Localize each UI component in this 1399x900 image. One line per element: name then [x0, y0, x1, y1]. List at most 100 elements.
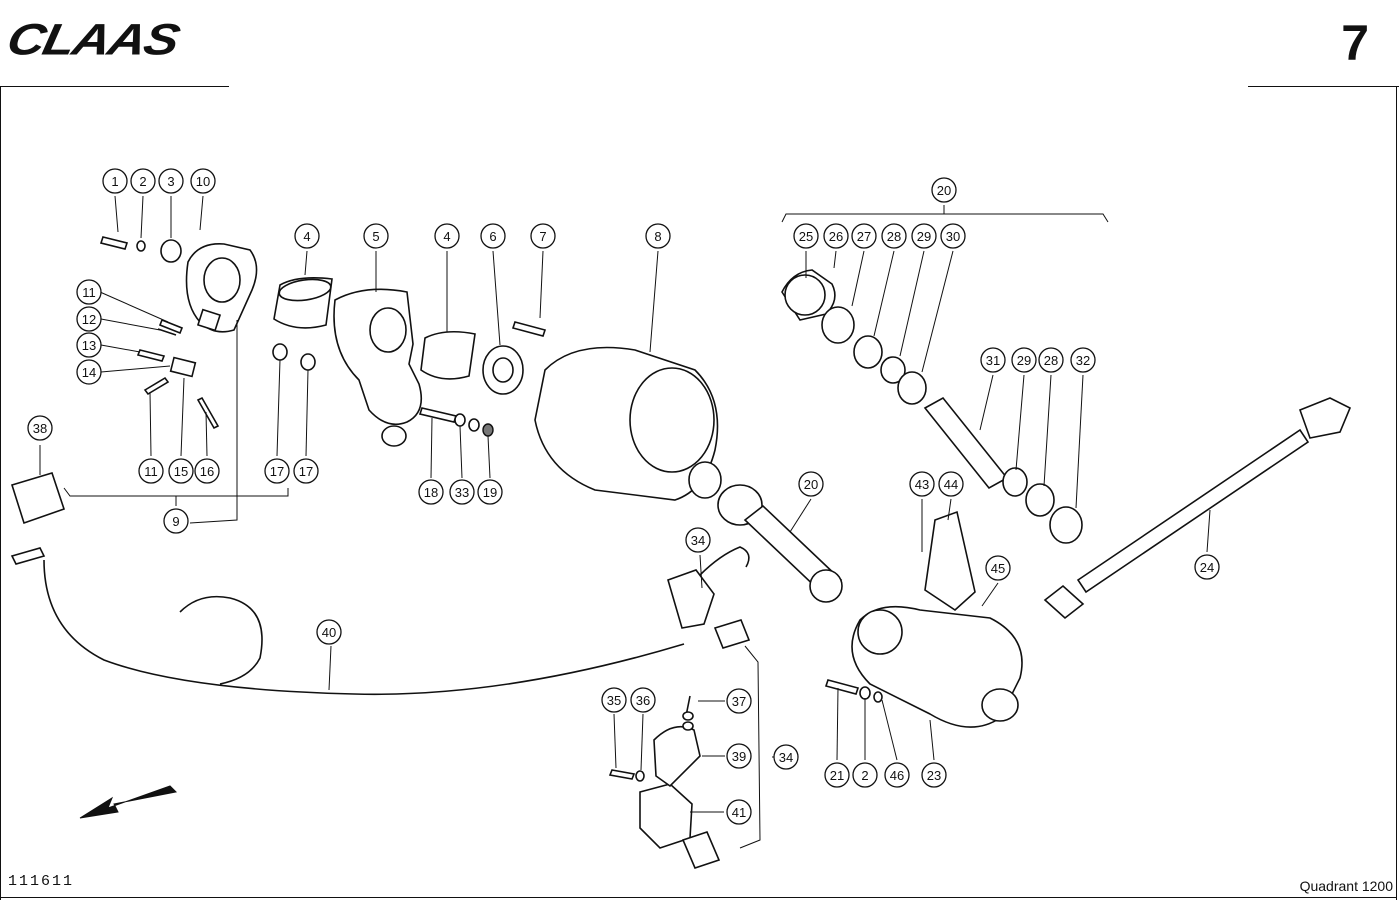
clip-39-drawing — [653, 725, 701, 788]
callout-label: 8 — [654, 229, 661, 244]
callout-label: 31 — [986, 353, 1000, 368]
callout-label: 34 — [779, 750, 793, 765]
shaft-31-drawing — [923, 396, 1009, 490]
pto-yoke-b-drawing — [1298, 397, 1352, 439]
washer-33-drawing — [454, 413, 466, 427]
callout-17: 17 — [293, 458, 319, 484]
callout-label: 17 — [270, 464, 284, 479]
figure-number: 111611 — [8, 873, 75, 890]
callout-32: 32 — [1070, 347, 1096, 373]
callout-35: 35 — [601, 687, 627, 713]
callout-28: 28 — [881, 223, 907, 249]
callout-30: 30 — [940, 223, 966, 249]
callout-43: 43 — [909, 471, 935, 497]
nut-17b-drawing — [300, 353, 316, 371]
sensor-34-drawing — [667, 569, 715, 629]
callout-38: 38 — [27, 415, 53, 441]
callout-label: 25 — [799, 229, 813, 244]
ring-30-drawing — [897, 371, 927, 405]
callout-27: 27 — [851, 223, 877, 249]
angle-gearbox-input — [857, 609, 903, 655]
callout-23: 23 — [921, 762, 947, 788]
sensor-34-tip — [713, 619, 751, 649]
ring-28b-drawing — [1025, 483, 1055, 517]
block-15-drawing — [169, 356, 197, 378]
callout-17: 17 — [264, 458, 290, 484]
callout-label: 27 — [857, 229, 871, 244]
sensor-41-drawing — [639, 783, 693, 849]
callout-label: 4 — [443, 229, 450, 244]
callout-11: 11 — [138, 458, 164, 484]
callout-40: 40 — [316, 619, 342, 645]
callout-4: 4 — [294, 223, 320, 249]
bearing-32-drawing — [1049, 506, 1083, 544]
callout-45: 45 — [985, 555, 1011, 581]
ring-6-bore — [492, 357, 514, 383]
callout-label: 24 — [1200, 560, 1214, 575]
gearbox-shaft-8-drawing — [688, 461, 722, 499]
callout-label: 16 — [200, 464, 214, 479]
callout-label: 23 — [927, 768, 941, 783]
callout-label: 20 — [937, 183, 951, 198]
callout-4: 4 — [434, 223, 460, 249]
lever-arm-5-drawing — [333, 288, 423, 426]
pto-yoke-a-drawing — [1043, 584, 1085, 620]
callout-label: 36 — [636, 693, 650, 708]
callout-26: 26 — [823, 223, 849, 249]
hub-bore-drawing — [203, 257, 241, 303]
callout-label: 13 — [82, 338, 96, 353]
callout-11: 11 — [76, 279, 102, 305]
callout-label: 20 — [804, 477, 818, 492]
pin-12-drawing — [157, 328, 177, 336]
callout-29: 29 — [1011, 347, 1037, 373]
page-number: 7 — [1341, 15, 1369, 71]
callout-label: 11 — [144, 464, 158, 479]
screw-7-drawing — [511, 321, 547, 337]
callout-label: 9 — [172, 514, 179, 529]
washer-46-drawing — [873, 691, 883, 703]
header-rule-right — [1248, 86, 1399, 87]
callout-3: 3 — [158, 168, 184, 194]
ring-28-drawing — [853, 335, 883, 369]
callout-label: 15 — [174, 464, 188, 479]
model-name: Quadrant 1200 — [1299, 878, 1393, 894]
cable-40-drawing — [43, 559, 685, 696]
arrow-down-left-icon — [79, 785, 178, 819]
callout-8: 8 — [645, 223, 671, 249]
callout-label: 6 — [489, 229, 496, 244]
callout-12: 12 — [76, 306, 102, 332]
lever-arm-5-eye — [381, 425, 407, 447]
callout-label: 2 — [861, 768, 868, 783]
callout-label: 7 — [539, 229, 546, 244]
callout-29: 29 — [911, 223, 937, 249]
callout-25: 25 — [793, 223, 819, 249]
callout-label: 29 — [917, 229, 931, 244]
frame-border-right — [1396, 86, 1397, 900]
ring-29-drawing — [880, 356, 906, 384]
callout-13: 13 — [76, 332, 102, 358]
angle-gearbox-output — [981, 688, 1019, 722]
pto-tube-24-drawing — [1076, 428, 1310, 594]
gearbox-cover-8-drawing — [629, 367, 715, 473]
callout-label: 5 — [372, 229, 379, 244]
callout-10: 10 — [190, 168, 216, 194]
washer-37a-drawing — [682, 711, 694, 721]
callout-9: 9 — [163, 508, 189, 534]
callout-24: 24 — [1194, 554, 1220, 580]
callout-label: 19 — [483, 485, 497, 500]
callout-label: 43 — [915, 477, 929, 492]
callout-15: 15 — [168, 458, 194, 484]
callout-34: 34 — [685, 527, 711, 553]
nut-19-drawing — [482, 423, 494, 437]
washer-36-drawing — [635, 770, 645, 782]
callout-label: 14 — [82, 365, 96, 380]
part-drawings — [10, 236, 1352, 869]
callout-label: 38 — [33, 421, 47, 436]
callout-label: 17 — [299, 464, 313, 479]
header-rule-left — [0, 86, 229, 87]
frame-border-left — [0, 86, 1, 900]
callout-label: 32 — [1076, 353, 1090, 368]
